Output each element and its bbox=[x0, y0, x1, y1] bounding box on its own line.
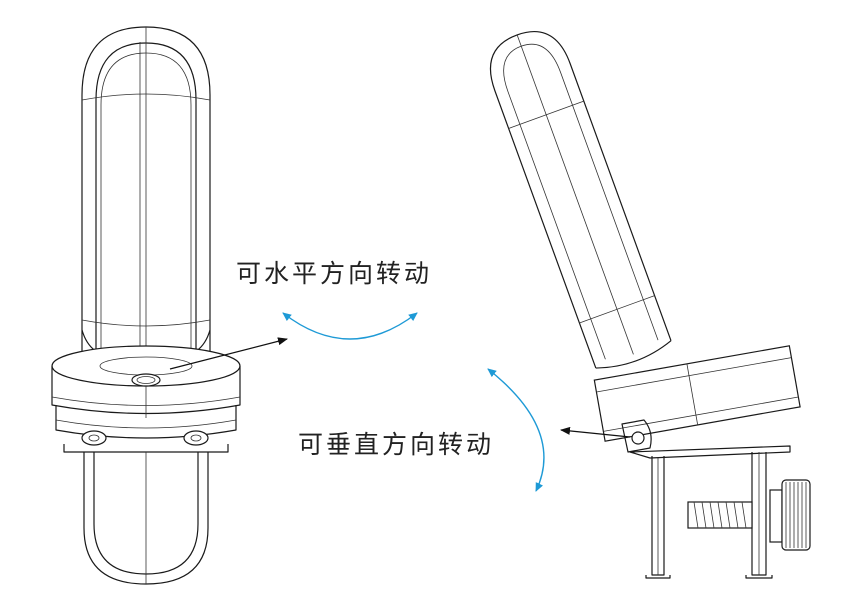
vertical-rotation-arrow bbox=[487, 368, 545, 492]
vertical-rotation-label: 可垂直方向转动 bbox=[298, 430, 495, 459]
pointer-arrow-horizontal bbox=[169, 337, 288, 370]
side-view-lamp bbox=[489, 30, 811, 579]
front-view-lamp bbox=[51, 26, 241, 585]
pointer-arrow-vertical bbox=[560, 426, 631, 438]
horizontal-rotation-arrow bbox=[282, 312, 418, 340]
horizontal-rotation-label: 可水平方向转动 bbox=[236, 259, 433, 288]
